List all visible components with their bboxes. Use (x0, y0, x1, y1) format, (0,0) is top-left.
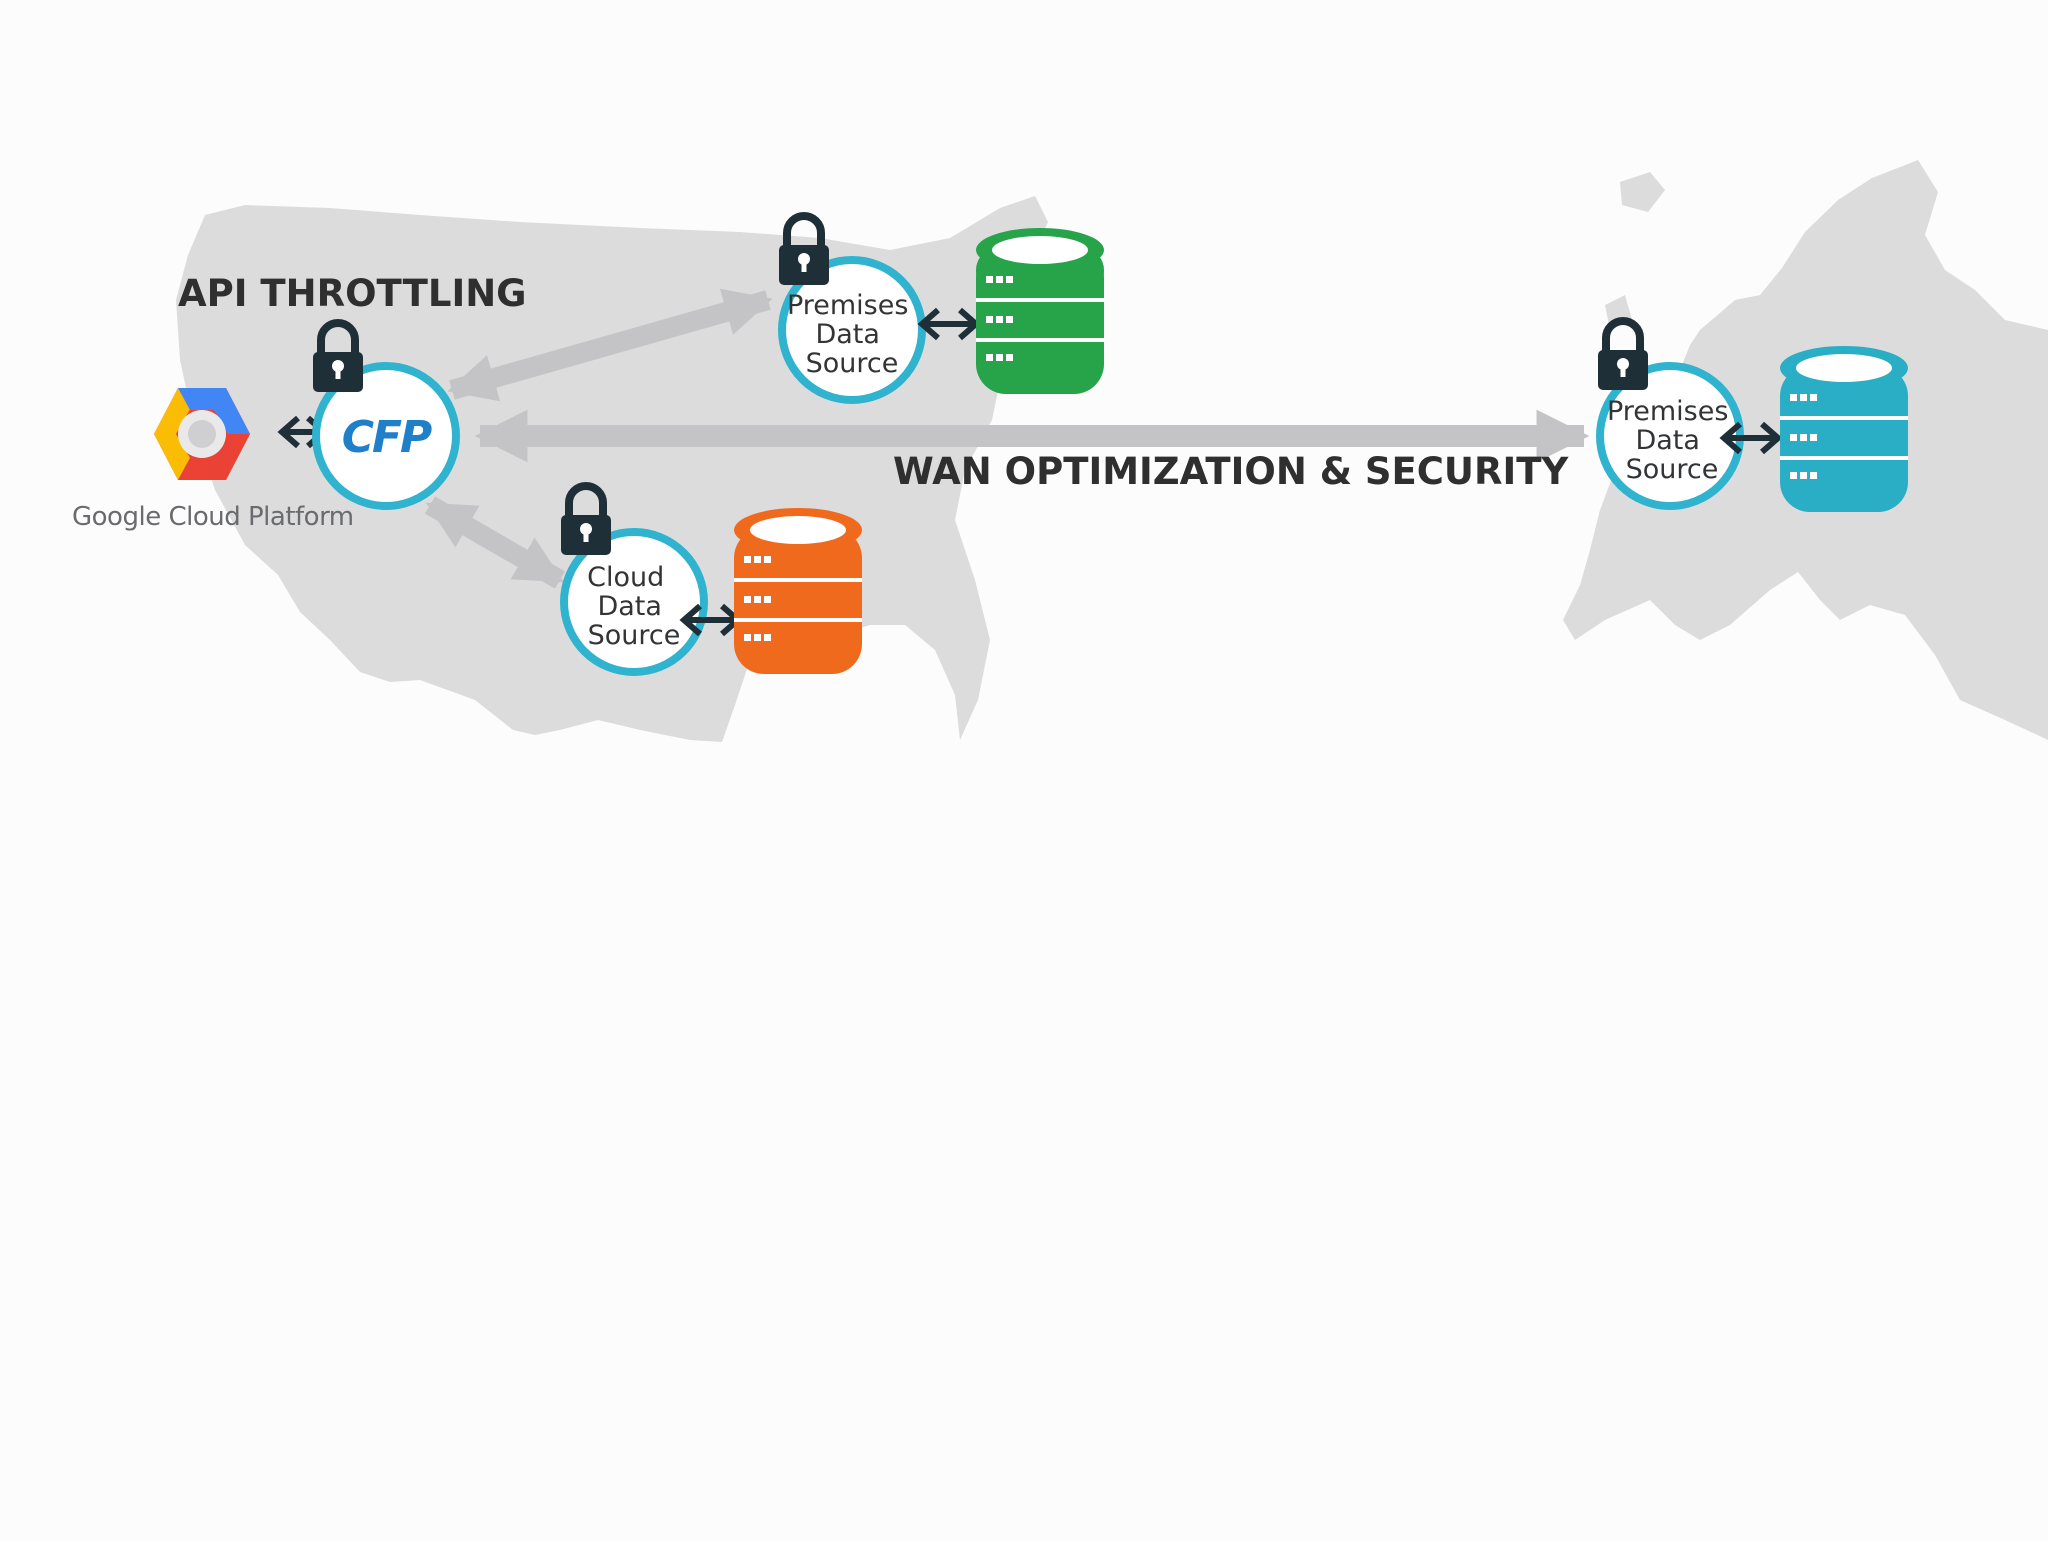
cloud-us-node: Cloud Data Source (560, 528, 708, 676)
double-arrow-icon (1719, 421, 1783, 455)
lock-icon (779, 216, 829, 285)
google-cloud-platform-label: Google Cloud Platform (72, 502, 354, 532)
premises-eu-node: Premises Data Source (1596, 362, 1744, 510)
premises-us-node: Premises Data Source (778, 256, 926, 404)
svg-text:Premises Data Sour: Premises Data Source (787, 290, 917, 379)
premises-us-line-1: Premises (787, 290, 908, 321)
wan-optimization-label: WAN OPTIMIZATION & SECURITY (893, 450, 1569, 493)
premises-eu-line-3: Source (1626, 454, 1719, 485)
api-throttling-label: API THROTTLING (178, 272, 527, 315)
database-icon (734, 508, 862, 674)
database-icon (976, 228, 1104, 394)
cloud-us-line-2: Data (597, 591, 661, 622)
connector-cfp-to-cloud-us (425, 496, 565, 589)
premises-us-line-2: Data (815, 319, 879, 350)
cfp-label: CFP (342, 412, 432, 463)
cloud-us-line-1: Cloud (587, 562, 664, 593)
cloud-us-line-3: Source (588, 620, 681, 651)
google-cloud-logo-icon (154, 388, 250, 480)
premises-eu-line-2: Data (1635, 425, 1699, 456)
premises-eu-line-1: Premises (1607, 396, 1728, 427)
cfp-node: CFP (312, 362, 460, 510)
svg-text:Cloud Data Source: Cloud Data Source (587, 562, 680, 651)
premises-us-line-3: Source (806, 348, 899, 379)
lock-icon (1598, 321, 1648, 390)
svg-text:Premises Data Sour: Premises Data Source (1607, 396, 1737, 485)
connector-cfp-to-premises-us (447, 288, 773, 402)
database-icon (1780, 346, 1908, 512)
